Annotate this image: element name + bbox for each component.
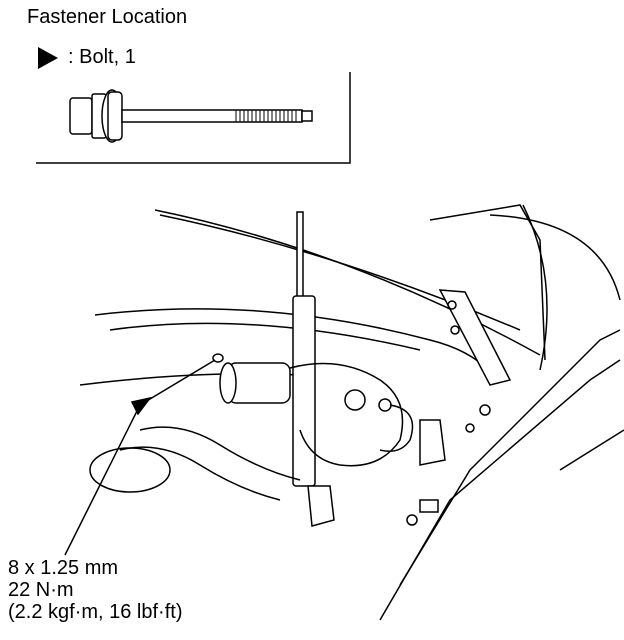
legend-label: : Bolt, 1	[68, 46, 136, 68]
bolt-size: 8 x 1.25 mm	[8, 557, 119, 579]
bolt-inset	[36, 72, 351, 164]
torque-nm: 22 N·m	[8, 579, 74, 601]
bolt-legend: : Bolt, 1	[38, 46, 136, 69]
engine-bay-illustration	[64, 204, 624, 621]
torque-alt-units: (2.2 kgf·m, 16 lbf·ft)	[8, 601, 183, 623]
bolt-icon	[69, 89, 313, 143]
triangle-marker-icon	[38, 46, 58, 69]
page-title: Fastener Location	[27, 6, 188, 28]
torque-spec: 8 x 1.25 mm 22 N·m (2.2 kgf·m, 16 lbf·ft…	[8, 557, 183, 623]
